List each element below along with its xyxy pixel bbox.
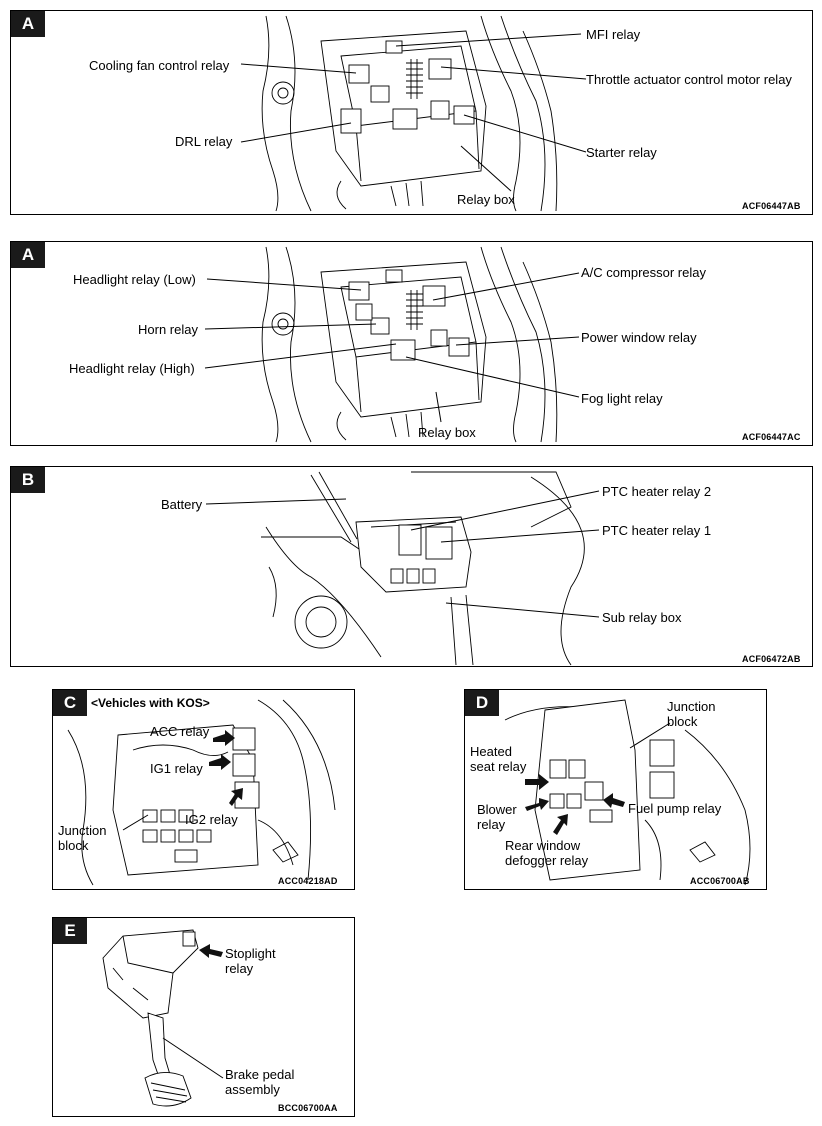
panel-d: D Junction block Heated seat relay Blowe…: [464, 689, 767, 890]
ptc-heater-relay-2-label: PTC heater relay 2: [602, 484, 712, 499]
panel-subtitle: <Vehicles with KOS>: [91, 696, 210, 710]
heated-seat-relay-label: Heated seat relay: [470, 744, 527, 774]
panel-badge: E: [53, 918, 87, 944]
panel-b: B Battery PTC heater relay 2 PTC heater …: [10, 466, 813, 667]
headlight-low-relay-label: Headlight relay (Low): [73, 272, 196, 287]
figure-code: ACF06447AB: [742, 201, 801, 211]
fog-light-relay-label: Fog light relay: [581, 391, 663, 406]
panel-e: E Stoplight relay Brake pedal assembly B…: [52, 917, 355, 1117]
blower-relay-label: Blower relay: [477, 802, 517, 832]
drl-relay-label: DRL relay: [175, 134, 233, 149]
figure-code: BCC06700AA: [278, 1103, 338, 1113]
figure-code: ACC04218AD: [278, 876, 338, 886]
sub-relay-box-label: Sub relay box: [602, 610, 682, 625]
stoplight-relay-label: Stoplight relay: [225, 946, 276, 976]
figure-code: ACF06447AC: [742, 432, 801, 442]
brake-pedal-assembly-label: Brake pedal assembly: [225, 1067, 295, 1097]
junction-block-illustration: [67, 699, 336, 886]
ptc-heater-relay-1-label: PTC heater relay 1: [602, 523, 712, 538]
headlight-high-relay-label: Headlight relay (High): [69, 361, 195, 376]
acc-relay-label: ACC relay: [150, 724, 210, 739]
relay-box-illustration: [240, 15, 587, 212]
panel-badge: B: [11, 467, 45, 493]
starter-relay-label: Starter relay: [586, 145, 657, 160]
panel-badge: D: [465, 690, 499, 716]
panel-badge: C: [53, 690, 87, 716]
relay-box-illustration: [204, 246, 580, 443]
figure-code: ACF06472AB: [742, 654, 801, 664]
ac-compressor-relay-label: A/C compressor relay: [581, 265, 706, 280]
fuel-pump-relay-label: Fuel pump relay: [628, 801, 722, 816]
junction-block-label: Junction block: [667, 699, 716, 729]
sub-relay-box-illustration: [205, 471, 600, 666]
battery-label: Battery: [161, 497, 203, 512]
ig1-relay-label: IG1 relay: [150, 761, 203, 776]
panel-a-top: A: [10, 10, 813, 215]
mfi-relay-label: MFI relay: [586, 27, 641, 42]
figure-code: ACC06700AB: [690, 876, 750, 886]
throttle-relay-label: Throttle actuator control motor relay: [586, 72, 792, 87]
ig2-relay-label: IG2 relay: [185, 812, 238, 827]
junction-block-label: Junction block: [58, 823, 107, 853]
power-window-relay-label: Power window relay: [581, 330, 697, 345]
relay-box-label: Relay box: [457, 192, 515, 207]
relay-box-label: Relay box: [418, 425, 476, 440]
brake-pedal-illustration: [102, 929, 224, 1107]
panel-c: C <Vehicles with KOS> ACC relay IG1 rela…: [52, 689, 355, 890]
rear-window-defogger-relay-label: Rear window defogger relay: [505, 838, 589, 868]
panel-badge: A: [11, 11, 45, 37]
junction-block-illustration: [504, 699, 751, 886]
horn-relay-label: Horn relay: [138, 322, 198, 337]
panel-a-bottom: A Headlight re: [10, 241, 813, 446]
panel-badge: A: [11, 242, 45, 268]
cooling-fan-relay-label: Cooling fan control relay: [89, 58, 230, 73]
